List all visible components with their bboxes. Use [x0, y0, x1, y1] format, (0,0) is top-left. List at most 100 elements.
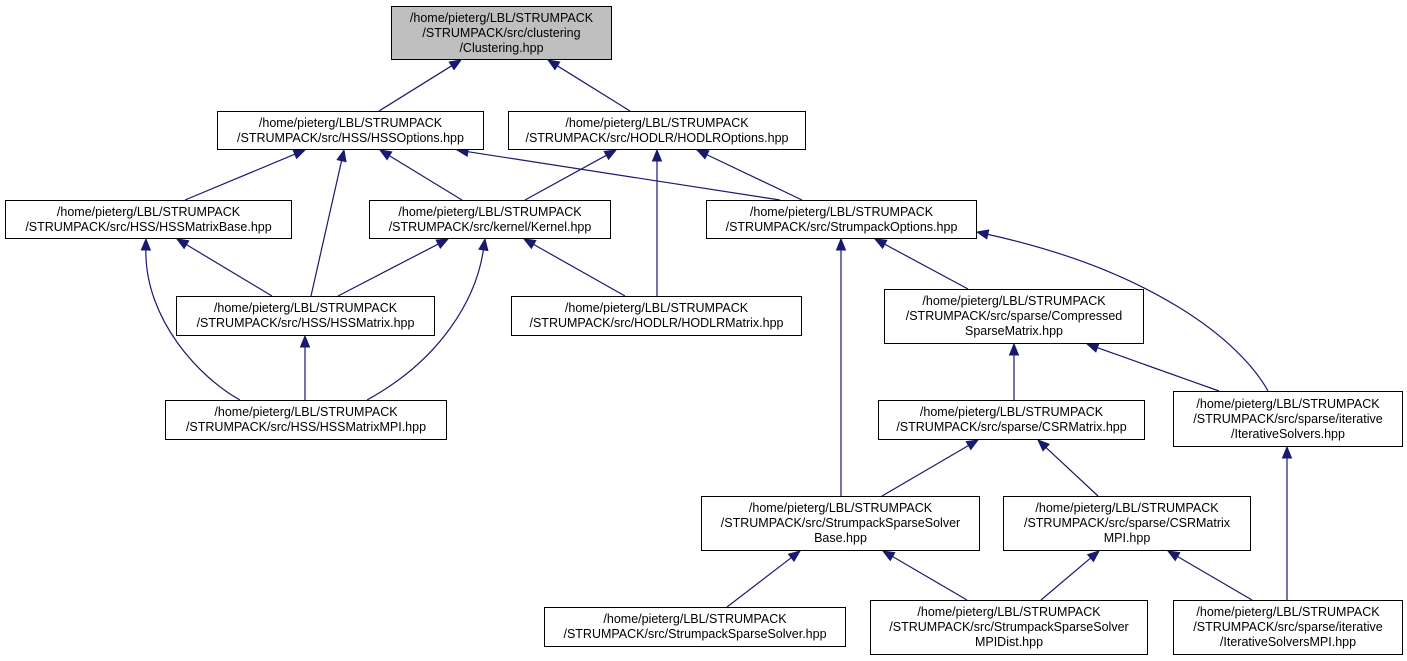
node-label-line: /home/pieterg/LBL/STRUMPACK [603, 612, 787, 626]
node-label-line: /Clustering.hpp [459, 40, 544, 55]
edge-csrmatrixmpi-to-csrmatrix [1045, 447, 1099, 497]
node-label-line: /home/pieterg/LBL/STRUMPACK [213, 301, 398, 315]
node-csrmatrixmpi[interactable]: /home/pieterg/LBL/STRUMPACK/STRUMPACK/sr… [1003, 496, 1251, 551]
node-label-line: /STRUMPACK/src/StrumpackSparseSolver.hpp [563, 627, 827, 641]
node-hssmatrix[interactable]: /home/pieterg/LBL/STRUMPACK/STRUMPACK/sr… [176, 296, 435, 336]
arrowhead-icon [603, 149, 618, 161]
node-label-line: /home/pieterg/LBL/STRUMPACK [565, 115, 749, 130]
arrowhead-icon [695, 149, 710, 160]
node-label-line: MPIDist.hpp [974, 635, 1044, 649]
node-label-line: /IterativeSolvers.hpp [1231, 426, 1345, 441]
arrowhead-icon [651, 148, 663, 162]
node-label-line: SparseMatrix.hpp [965, 324, 1063, 338]
node-label-line: /STRUMPACK/src/HSS/HSSMatrix.hpp [196, 316, 415, 330]
node-sparsesolvermpidist[interactable]: /home/pieterg/LBL/STRUMPACK/STRUMPACK/sr… [870, 600, 1148, 655]
arrowhead-icon [546, 59, 561, 71]
node-strumpackoptions[interactable]: /home/pieterg/LBL/STRUMPACK/STRUMPACK/sr… [706, 200, 977, 239]
arrowhead-icon [1166, 550, 1181, 562]
node-hssmatrixmpi[interactable]: /home/pieterg/LBL/STRUMPACK/STRUMPACK/sr… [165, 400, 447, 440]
arrowhead-icon [299, 334, 311, 348]
node-label-line: /STRUMPACK/src/sparse/iterative [1193, 620, 1383, 634]
node-label-line: /STRUMPACK/src/HODLR/HODLROptions.hpp [525, 130, 789, 145]
node-iterativesolversmpi[interactable]: /home/pieterg/LBL/STRUMPACK/STRUMPACK/sr… [1173, 600, 1403, 655]
node-label-line: /home/pieterg/LBL/STRUMPACK [409, 10, 594, 25]
arrowhead-icon [140, 237, 152, 251]
edge-hssmatrixmpi-to-kernel [366, 249, 484, 401]
node-iterativesolvers[interactable]: /home/pieterg/LBL/STRUMPACK/STRUMPACK/sr… [1173, 391, 1403, 447]
node-label-line: /STRUMPACK/src/sparse/CSRMatrix [1023, 516, 1231, 530]
node-label-line: /home/pieterg/LBL/STRUMPACK [919, 405, 1104, 419]
arrowhead-icon [522, 238, 537, 250]
arrowhead-icon [478, 237, 489, 252]
edge-iterativesolversmpi-to-csrmatrixmpi [1177, 556, 1253, 601]
edge-hssoptions-to-clustering [378, 65, 452, 112]
node-label-line: /STRUMPACK/src/HSS/HSSMatrixMPI.hpp [185, 420, 427, 434]
edge-compressedsparsematrix-to-strumpackoptions [884, 243, 969, 290]
node-label-line: /STRUMPACK/src/HSS/HSSMatrixBase.hpp [25, 219, 272, 234]
arrowhead-icon [975, 229, 990, 240]
node-label-line: /home/pieterg/LBL/STRUMPACK [1196, 605, 1380, 619]
node-label-line: /STRUMPACK/src/StrumpackSparseSolver [720, 516, 961, 530]
node-sparsesolver[interactable]: /home/pieterg/LBL/STRUMPACK/STRUMPACK/sr… [544, 607, 846, 647]
edge-sparsesolvermpidist-to-csrmatrixmpi [1040, 557, 1091, 601]
node-label-line: /home/pieterg/LBL/STRUMPACK [258, 115, 443, 130]
edge-hssmatrix-to-kernel [337, 243, 439, 297]
arrowhead-icon [336, 148, 347, 163]
node-label-line: /STRUMPACK/src/HODLR/HODLRMatrix.hpp [529, 316, 784, 330]
edge-hodlroptions-to-clustering [557, 65, 631, 112]
arrowhead-icon [787, 550, 802, 563]
node-label-line: /home/pieterg/LBL/STRUMPACK [1196, 396, 1380, 411]
node-clustering[interactable]: /home/pieterg/LBL/STRUMPACK/STRUMPACK/sr… [391, 6, 612, 60]
arrowhead-icon [1085, 342, 1100, 353]
edge-kernel-to-hssoptions [389, 155, 463, 201]
node-csrmatrix[interactable]: /home/pieterg/LBL/STRUMPACK/STRUMPACK/sr… [878, 400, 1145, 440]
node-compressedsparsematrix[interactable]: /home/pieterg/LBL/STRUMPACK/STRUMPACK/sr… [884, 289, 1144, 344]
node-label-line: MPI.hpp [1103, 531, 1151, 545]
arrowhead-icon [1008, 342, 1020, 356]
arrowhead-icon [435, 238, 450, 249]
node-label-line: Base.hpp [814, 531, 867, 545]
arrowhead-icon [1037, 439, 1050, 452]
arrowhead-icon [881, 550, 896, 562]
arrowhead-icon [835, 237, 847, 251]
node-label-line: /STRUMPACK/src/StrumpackOptions.hpp [725, 219, 958, 234]
node-sparsesolverbase[interactable]: /home/pieterg/LBL/STRUMPACK/STRUMPACK/sr… [701, 496, 980, 551]
edge-sparsesolverbase-to-csrmatrix [881, 445, 969, 497]
edge-sparsesolvermpidist-to-sparsesolverbase [892, 556, 968, 601]
node-label-line: /home/pieterg/LBL/STRUMPACK [922, 294, 1106, 308]
arrowhead-icon [965, 439, 980, 451]
node-label-line: /home/pieterg/LBL/STRUMPACK [398, 204, 582, 219]
node-hodlroptions[interactable]: /home/pieterg/LBL/STRUMPACK/STRUMPACK/sr… [508, 111, 806, 150]
node-hssoptions[interactable]: /home/pieterg/LBL/STRUMPACK/STRUMPACK/sr… [217, 111, 484, 150]
arrowhead-icon [1281, 445, 1293, 459]
edge-hssmatrixbase-to-hssoptions [184, 153, 296, 201]
node-label-line: /home/pieterg/LBL/STRUMPACK [748, 501, 933, 515]
arrowhead-icon [448, 59, 463, 71]
node-kernel[interactable]: /home/pieterg/LBL/STRUMPACK/STRUMPACK/sr… [369, 200, 611, 239]
arrowhead-icon [1086, 550, 1101, 563]
edge-sparsesolver-to-sparsesolverbase [726, 557, 792, 608]
edge-strumpackoptions-to-hodlroptions [706, 154, 803, 201]
arrowhead-icon [873, 238, 888, 250]
edge-hssmatrix-to-hssmatrixbase [186, 244, 273, 297]
edge-strumpackoptions-to-hssoptions [467, 151, 781, 201]
arrowhead-icon [292, 149, 307, 160]
edge-hodlrmatrix-to-kernel [533, 243, 626, 297]
edge-hssmatrix-to-hssoptions [310, 160, 343, 297]
edge-kernel-to-hodlroptions [524, 154, 607, 201]
node-label-line: /STRUMPACK/src/kernel/Kernel.hpp [388, 219, 592, 234]
node-label-line: /STRUMPACK/src/HSS/HSSOptions.hpp [237, 130, 464, 145]
node-hodlrmatrix[interactable]: /home/pieterg/LBL/STRUMPACK/STRUMPACK/sr… [511, 296, 802, 336]
edge-hssmatrixmpi-to-hssmatrixbase [145, 249, 241, 401]
arrowhead-icon [378, 149, 393, 161]
node-label-line: /home/pieterg/LBL/STRUMPACK [214, 405, 398, 419]
node-hssmatrixbase[interactable]: /home/pieterg/LBL/STRUMPACK/STRUMPACK/sr… [5, 200, 292, 239]
node-label-line: /STRUMPACK/src/sparse/Compressed [905, 309, 1123, 323]
edge-iterativesolvers-to-compressedsparsematrix [1097, 347, 1220, 392]
node-label-line: /home/pieterg/LBL/STRUMPACK [749, 204, 934, 219]
node-label-line: /STRUMPACK/src/StrumpackSparseSolver [889, 620, 1129, 634]
edge-iterativesolvers-to-strumpackoptions [987, 233, 1269, 392]
node-label-line: /home/pieterg/LBL/STRUMPACK [917, 605, 1101, 619]
